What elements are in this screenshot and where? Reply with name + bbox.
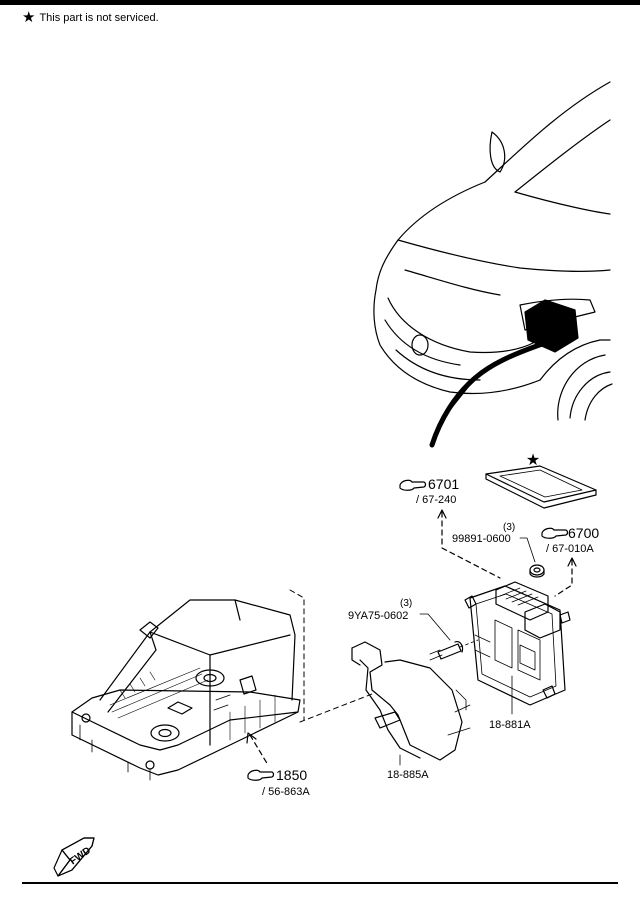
pointing-hand-icon [399, 479, 427, 491]
bolt-part-number: 9YA75-0602 [348, 610, 408, 622]
not-serviced-star-icon: ★ [526, 452, 540, 469]
ecu-cover [485, 465, 597, 509]
alignment-line-2 [289, 589, 305, 721]
ref-1850-sub: / 56-863A [262, 786, 310, 798]
ref-6700-sub: / 67-010A [546, 543, 594, 555]
bolt-qty: (3) [400, 598, 412, 609]
ref-1850-callout: 1850 / 56-863A [247, 767, 310, 798]
pointing-hand-icon [247, 769, 275, 781]
nut-part: (3) 99891-0600 [452, 522, 545, 578]
top-rule [0, 0, 640, 5]
ref-6701-sub: / 67-240 [416, 494, 456, 506]
ecu-part-number: 18-881A [489, 719, 531, 731]
ref-6701-callout: 6701 / 67-240 [399, 476, 501, 579]
nut-part-number: 99891-0600 [452, 533, 511, 545]
bracket-part-number: 18-885A [387, 769, 429, 781]
ref-1850-leader [249, 734, 269, 766]
alignment-line [299, 693, 373, 723]
ref-6700-main: 6700 [568, 525, 599, 541]
ref-6701-main: 6701 [428, 476, 459, 492]
vehicle-illustration [373, 81, 613, 448]
ref-1850-main: 1850 [276, 767, 307, 783]
legend-note: ★ This part is not serviced. [22, 10, 159, 25]
nut-qty: (3) [503, 522, 515, 533]
bolt-part: (3) 9YA75-0602 [348, 598, 479, 661]
star-icon: ★ [22, 9, 36, 26]
bottom-rule [22, 882, 618, 884]
fwd-arrow-icon: FWD [53, 837, 95, 877]
ref-6700-callout: 6700 / 67-010A [541, 525, 599, 597]
legend-text: This part is not serviced. [39, 11, 159, 24]
ecu-bracket: 18-885A [351, 641, 471, 781]
ecu-module: 18-881A [464, 581, 571, 731]
pointing-hand-icon [541, 527, 569, 539]
battery-tray [71, 599, 301, 781]
